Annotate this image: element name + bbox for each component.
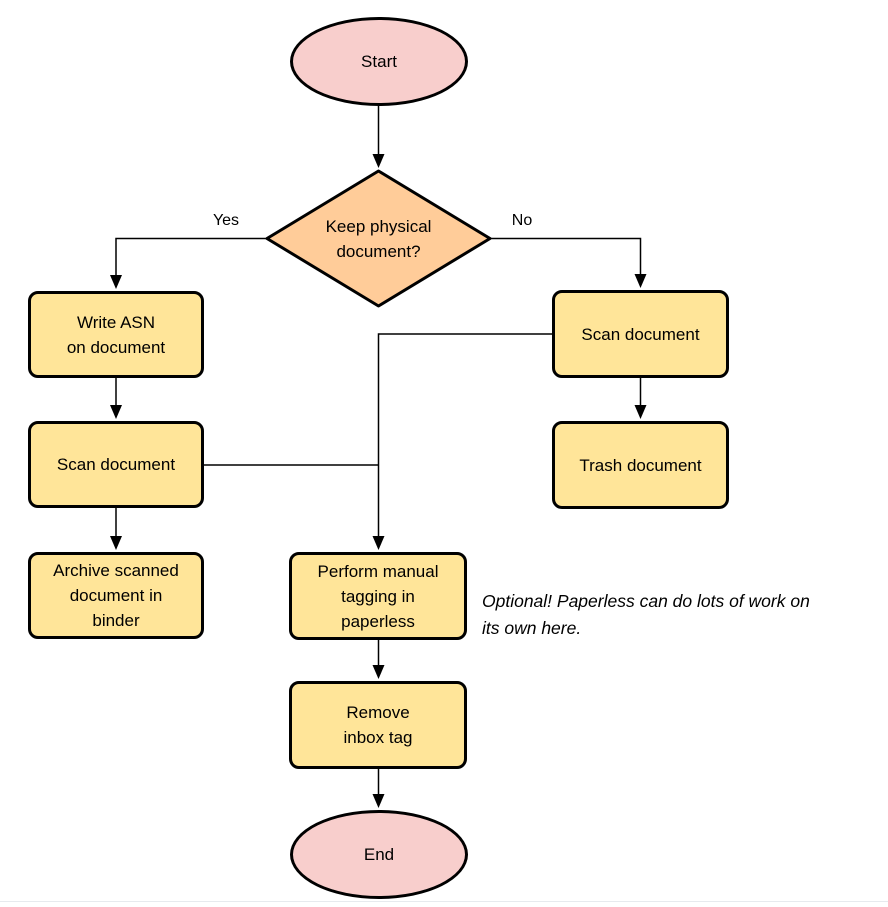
annotation-optional: Optional! Paperless can do lots of work … [482, 588, 884, 642]
node-archive: Archive scanned document in binder [28, 552, 204, 639]
node-remove-inbox: Remove inbox tag [289, 681, 467, 769]
node-decision-line: Keep physical [325, 216, 432, 236]
node-scan-right: Scan document [552, 290, 729, 378]
node-remove-inbox-line: inbox tag [343, 728, 413, 747]
bottom-divider [0, 901, 888, 902]
node-archive-line: Archive scanned [53, 561, 179, 580]
node-scan-left: Scan document [28, 421, 204, 508]
node-decision-line: document? [336, 241, 421, 261]
node-scan-left-line: Scan document [56, 455, 176, 474]
node-end: End [290, 810, 468, 899]
node-start-label: Start [361, 52, 397, 71]
node-tagging-line: Perform manual [317, 561, 439, 581]
node-start: Start [290, 17, 468, 106]
node-archive-line: binder [92, 611, 140, 630]
edge-label-no: No [496, 211, 548, 231]
node-trash: Trash document [552, 421, 729, 509]
node-write-asn-line: Write ASN [76, 312, 156, 332]
node-write-asn: Write ASN on document [28, 291, 204, 378]
decision-shape [265, 169, 492, 308]
edge-scan-right-tagging [372, 333, 552, 550]
node-scan-right-line: Scan document [581, 324, 700, 344]
node-tagging-line: paperless [341, 611, 415, 631]
node-remove-inbox-line: Remove [346, 703, 410, 722]
node-trash-line: Trash document [579, 455, 702, 475]
node-tagging: Perform manual tagging in paperless [289, 552, 467, 640]
node-tagging-line: tagging in [341, 586, 415, 606]
node-archive-line: document in [69, 586, 163, 605]
edge-decision-scan-right [491, 237, 647, 288]
annotation-line: Optional! Paperless can do lots of work … [482, 591, 810, 611]
annotation-line: its own here. [482, 618, 582, 638]
edge-label-yes: Yes [200, 211, 252, 231]
node-decision: Keep physical document? [289, 212, 468, 265]
node-write-asn-line: on document [66, 337, 166, 357]
edge-decision-write-asn [110, 237, 266, 289]
node-end-label: End [363, 845, 395, 864]
